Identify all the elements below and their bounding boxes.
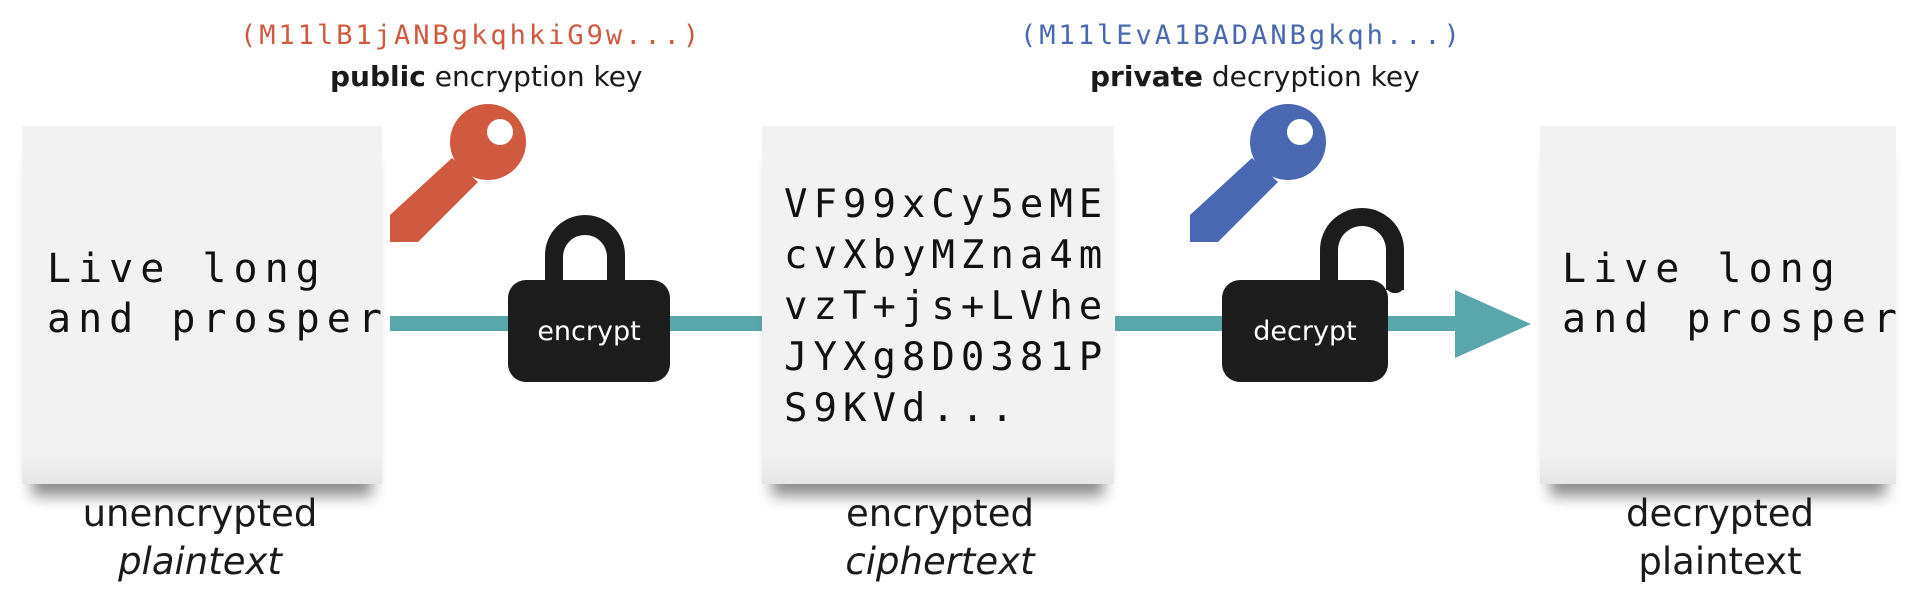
public-key-label: public encryption key [330, 60, 643, 93]
private-key-icon [1190, 104, 1326, 242]
decrypted-note-text: Live long and prosper [1562, 246, 1904, 342]
ciphertext-note-text: VF99xCy5eME cvXbyMZna4m vzT+js+LVhe JYXg… [784, 182, 1109, 431]
private-key-label: private decryption key [1090, 60, 1420, 93]
decrypt-label: decrypt [1253, 315, 1357, 347]
caption-decrypted: decrypted plaintext [1626, 492, 1814, 583]
private-key-code: (M11lEvA1BADANBgkqh...) [1020, 20, 1463, 51]
plaintext-note-text: Live long and prosper [47, 246, 389, 342]
ciphertext-note: VF99xCy5eME cvXbyMZna4m vzT+js+LVhe JYXg… [762, 126, 1114, 484]
caption-ciphertext: encrypted ciphertext [845, 492, 1035, 583]
arrow-line-3 [1115, 316, 1225, 331]
decrypt-lock: decrypt [1222, 280, 1388, 382]
caption-plaintext: unencrypted plaintext [82, 492, 318, 583]
public-key-code: (M11lB1jANBgkqhkiG9w...) [240, 20, 703, 51]
public-key-icon [390, 104, 526, 242]
arrow-head-icon [1455, 290, 1531, 358]
plaintext-note: Live long and prosper [22, 126, 382, 484]
arrow-line-1 [390, 316, 512, 331]
arrow-line-2 [668, 316, 764, 331]
lock-open-icon [1320, 208, 1404, 295]
encrypt-lock: encrypt [508, 280, 670, 382]
encrypt-label: encrypt [537, 315, 641, 347]
decrypted-note: Live long and prosper [1540, 126, 1897, 484]
arrow-line-4 [1385, 316, 1460, 331]
lock-closed-icon [545, 215, 625, 295]
